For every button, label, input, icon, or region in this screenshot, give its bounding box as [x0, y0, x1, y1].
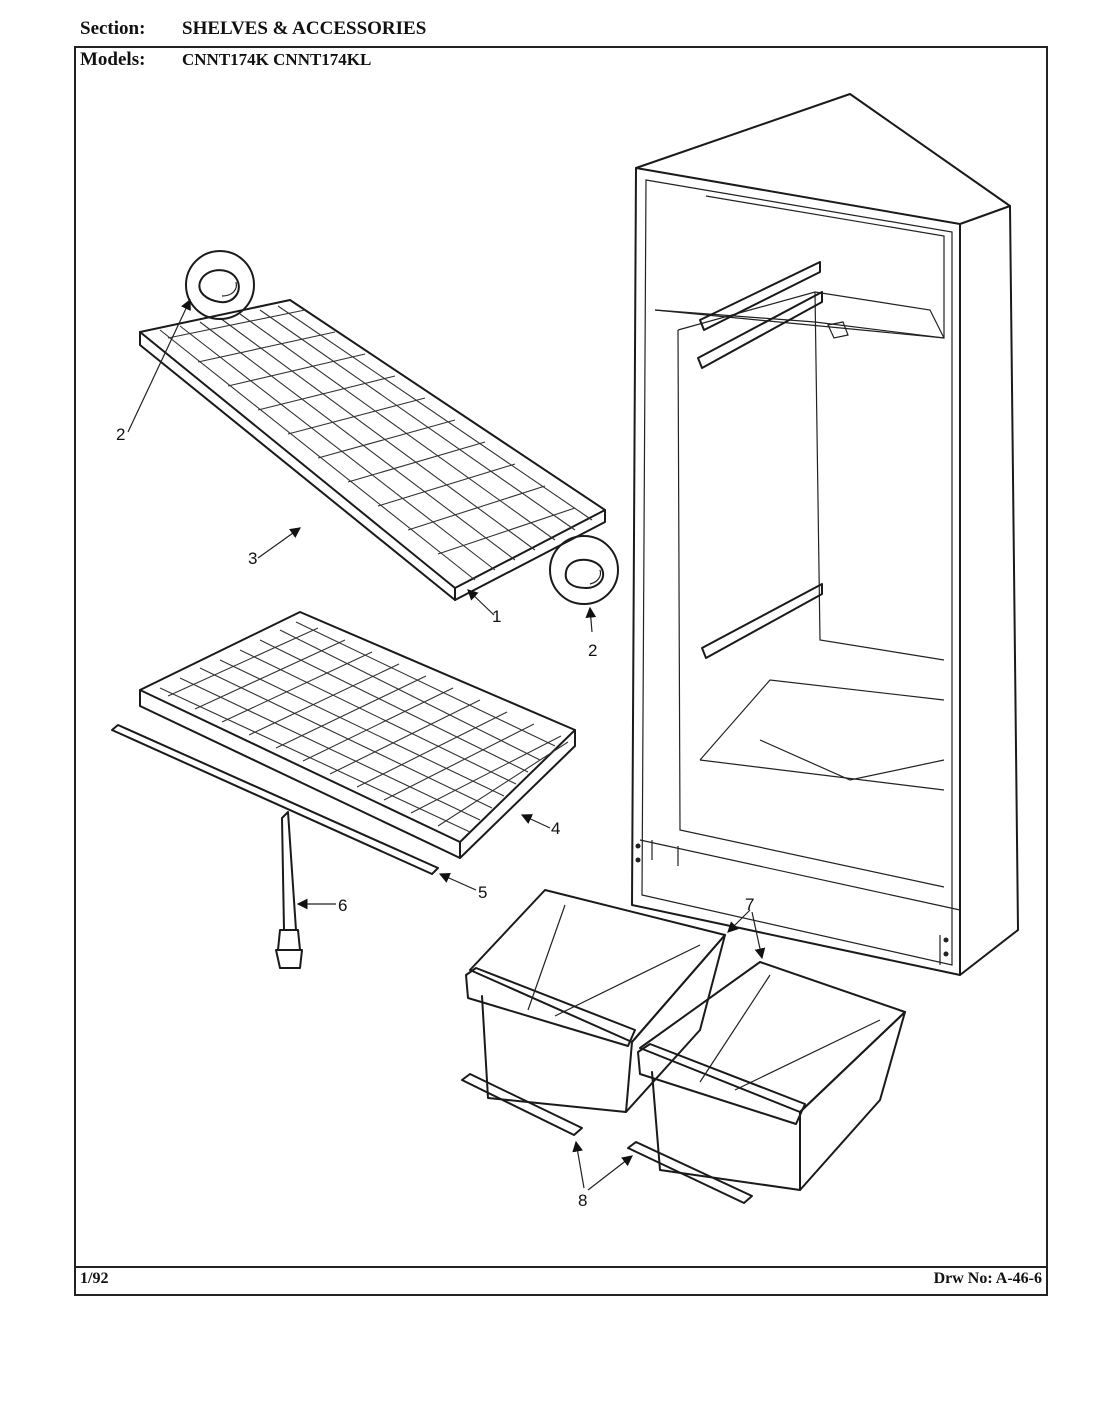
callout-6: 6: [338, 896, 347, 915]
callout-labels: 1 2 2 3 4 5 6 7 8: [116, 425, 754, 1210]
drawing-number: Drw No: A-46-6: [933, 1270, 1042, 1287]
section-header: Section: SHELVES & ACCESSORIES: [80, 18, 426, 40]
callout-3: 3: [248, 549, 257, 568]
wire-shelf: [139, 299, 606, 601]
sensor-tube-part: [275, 811, 303, 969]
callout-1: 1: [492, 607, 501, 626]
callout-8: 8: [578, 1191, 587, 1210]
models-key: Models:: [80, 49, 146, 70]
ribbed-shelf: [139, 611, 576, 859]
footer-date: 1/92: [80, 1270, 109, 1287]
shelf-clip-inset-upper: [185, 250, 255, 320]
callout-2-lower: 2: [588, 641, 597, 660]
callout-5: 5: [478, 883, 487, 902]
drawer-trim-strips: [461, 1073, 753, 1204]
models-header: Models: CNNT174K CNNT174KL: [80, 49, 371, 71]
section-title: SHELVES & ACCESSORIES: [182, 18, 427, 39]
footer-rule: [74, 1266, 1048, 1268]
callout-2-upper: 2: [116, 425, 125, 444]
callout-leaders: [127, 298, 766, 1191]
section-key: Section:: [80, 18, 146, 39]
callout-7: 7: [745, 895, 754, 914]
callout-4: 4: [551, 819, 560, 838]
refrigerator-cabinet: [631, 93, 1019, 976]
crisper-drawer-right: [637, 961, 906, 1191]
shelf-clip-inset-lower: [549, 535, 619, 605]
drawing-frame: [74, 46, 1048, 1296]
crisper-drawer-left: [465, 889, 726, 1113]
models-list: CNNT174K CNNT174KL: [182, 50, 372, 69]
shelf-trim-strip: [111, 724, 439, 875]
